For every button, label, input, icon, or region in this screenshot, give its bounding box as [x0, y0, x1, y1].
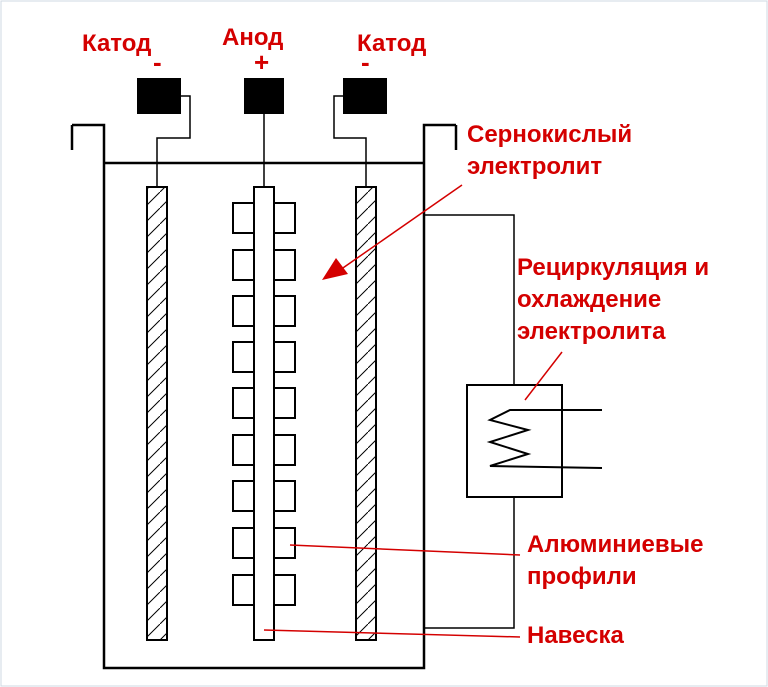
cathode-left-plate: [146, 186, 168, 641]
cathode-left-label: Катод: [82, 30, 152, 57]
cathode-right-minus: -: [361, 47, 370, 77]
electrolyte-label-line1: Сернокислый: [467, 121, 633, 148]
profile-right: [273, 434, 296, 466]
profiles-label-line1: Алюминиевые: [527, 531, 704, 558]
profile-right: [273, 527, 296, 559]
profile-left: [232, 387, 255, 419]
cathode-right-label: Катод: [357, 30, 427, 57]
profiles-label-line2: профили: [527, 563, 637, 590]
recirculation-label-line1: Рециркуляция и: [517, 254, 710, 281]
anode-label: Анод: [222, 24, 284, 51]
anode-terminal: [244, 78, 284, 114]
anode-plus: +: [254, 47, 270, 77]
profile-left: [232, 434, 255, 466]
profile-left: [232, 249, 255, 281]
recirculation-label-line3: электролита: [517, 318, 666, 345]
pointer-lines: [263, 184, 563, 638]
profile-right: [273, 295, 296, 327]
cooling-coil: [486, 409, 603, 469]
hanger-label: Навеска: [527, 622, 624, 649]
profile-right: [273, 387, 296, 419]
cathode-left-minus: -: [153, 47, 162, 77]
heat-exchanger: [466, 384, 563, 498]
recirculation-label-line2: охлаждение: [517, 286, 662, 313]
anode-hanger: [253, 186, 275, 641]
aluminium-profiles: [232, 202, 296, 606]
cathode-right-terminal: [343, 78, 387, 114]
profile-left: [232, 527, 255, 559]
terminal-wires: [156, 95, 367, 187]
profile-left: [232, 341, 255, 373]
profile-left: [232, 574, 255, 606]
electrolyte-label-line2: электролит: [467, 153, 603, 180]
tank: [70, 123, 458, 670]
cathode-left-terminal: [137, 78, 181, 114]
profile-right: [273, 480, 296, 512]
profile-right: [273, 574, 296, 606]
profile-right: [273, 249, 296, 281]
profile-left: [232, 202, 255, 234]
recirculation-loop: [424, 214, 515, 629]
profile-right: [273, 202, 296, 234]
profile-left: [232, 295, 255, 327]
cathode-right-plate: [355, 186, 377, 641]
profile-left: [232, 480, 255, 512]
electrolyte-arrowhead: [322, 258, 348, 280]
profile-right: [273, 341, 296, 373]
